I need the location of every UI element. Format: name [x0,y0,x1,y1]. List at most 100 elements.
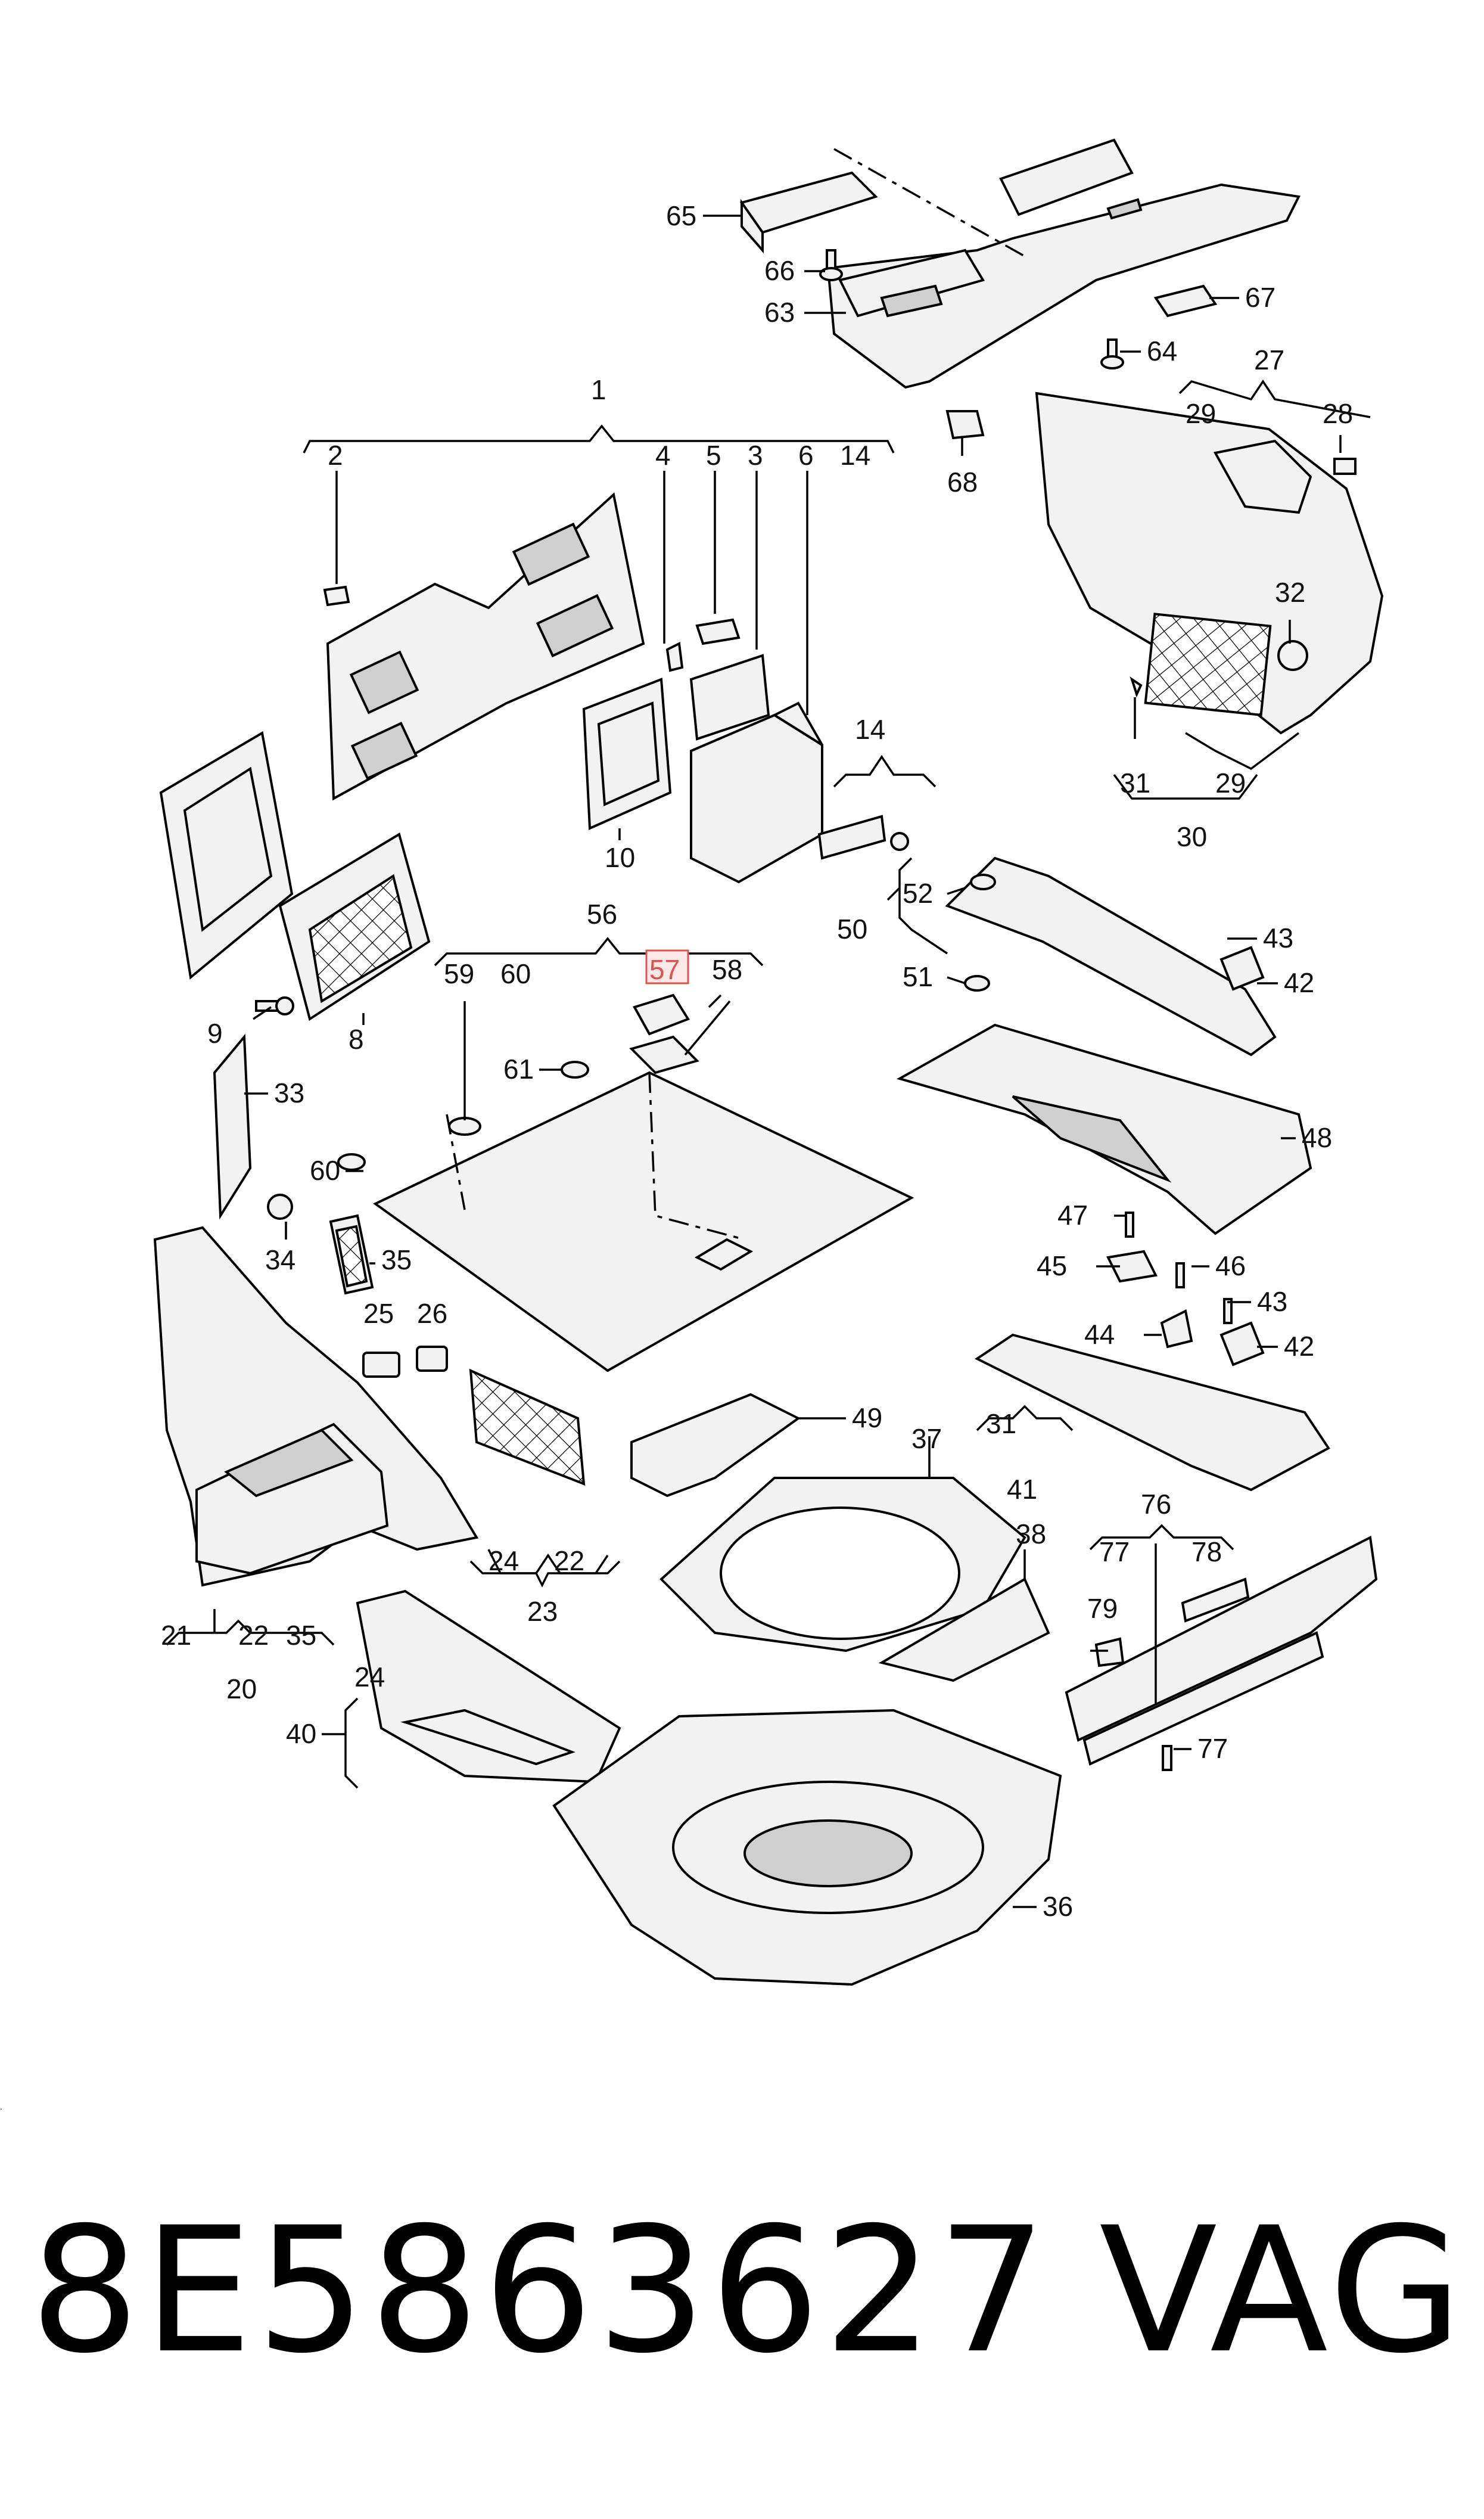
callout-43-top[interactable]: 43 [1263,923,1293,953]
callout-31-mid[interactable]: 31 [986,1408,1016,1439]
callout-29-bottom[interactable]: 29 [1215,768,1246,799]
rail-50 [945,856,1277,1057]
net-pocket-8 [278,832,431,1021]
callout-48[interactable]: 48 [1302,1122,1332,1153]
callout-57[interactable]: 57 [649,954,680,985]
callout-33[interactable]: 33 [274,1077,304,1108]
callout-52[interactable]: 52 [903,878,933,909]
callout-2[interactable]: 2 [328,440,343,471]
callout-10[interactable]: 10 [605,842,635,873]
rear-panel-1 [326,492,645,801]
brand-name: VAG [1099,2191,1466,2391]
callout-9[interactable]: 9 [207,1018,223,1049]
callout-26[interactable]: 26 [417,1298,447,1329]
callout-3[interactable]: 3 [748,440,763,471]
callout-6[interactable]: 6 [798,440,814,471]
sill-trim-76 [1065,1535,1378,1771]
trim-panel-20 [153,1226,479,1587]
callout-42-bottom[interactable]: 42 [1284,1331,1314,1362]
callout-23[interactable]: 23 [527,1596,558,1627]
callout-50[interactable]: 50 [837,914,867,945]
rail-41 [975,1333,1330,1492]
callout-42-top[interactable]: 42 [1284,967,1314,998]
callout-46[interactable]: 46 [1215,1250,1246,1281]
callout-40[interactable]: 40 [286,1718,316,1749]
callout-56[interactable]: 56 [587,899,617,930]
callout-24-left[interactable]: 24 [354,1661,385,1692]
bracket-14 [817,815,909,860]
callout-14-top[interactable]: 14 [840,440,870,471]
callout-45[interactable]: 45 [1037,1250,1067,1281]
callout-60-left[interactable]: 60 [310,1155,340,1186]
callout-22-mid[interactable]: 22 [554,1545,584,1576]
trim-clip-65 [739,171,878,254]
callout-63[interactable]: 63 [764,297,795,328]
callout-68[interactable]: 68 [947,467,978,498]
spare-wheel-well-36 [552,1709,1062,1986]
side-trim-panel-27 [1035,392,1384,735]
callout-79[interactable]: 79 [1087,1593,1118,1624]
callout-35-left[interactable]: 35 [381,1244,412,1275]
cover-37 [659,1477,1026,1653]
callout-24-mid[interactable]: 24 [489,1545,519,1576]
callout-58[interactable]: 58 [712,954,742,985]
callout-21[interactable]: 21 [161,1620,191,1651]
callout-25[interactable]: 25 [363,1298,394,1329]
loading-floor-panel-63 [826,138,1301,389]
highlight-box-57 [645,949,689,984]
callout-38[interactable]: 38 [1016,1518,1046,1549]
screw-66 [819,249,843,281]
callout-43-bottom[interactable]: 43 [1257,1286,1287,1317]
callout-22-left[interactable]: 22 [238,1620,269,1651]
callout-59[interactable]: 59 [444,958,474,989]
callout-35-bottom[interactable]: 35 [286,1620,316,1651]
callout-36[interactable]: 36 [1043,1891,1073,1922]
stray-mark: . [0,2102,2,2111]
callout-76[interactable]: 76 [1141,1489,1171,1520]
bolt-9 [255,996,294,1015]
leader-lines [166,215,1371,1908]
callout-29-top[interactable]: 29 [1186,398,1216,429]
callout-1[interactable]: 1 [591,374,606,405]
callout-27[interactable]: 27 [1254,344,1284,375]
fasteners-25-26-34 [267,1194,448,1378]
callout-61[interactable]: 61 [503,1054,534,1085]
callout-14-mid[interactable]: 14 [855,714,885,745]
callout-31-right[interactable]: 31 [1120,768,1150,799]
callout-32[interactable]: 32 [1275,577,1305,608]
callout-65[interactable]: 65 [666,200,696,231]
callout-64[interactable]: 64 [1147,336,1177,366]
callout-41[interactable]: 41 [1007,1474,1037,1505]
callout-77-bottom[interactable]: 77 [1197,1733,1228,1764]
callout-67[interactable]: 67 [1245,282,1275,313]
clip-2 [323,585,350,607]
bracket-67 [1153,284,1218,318]
callout-5[interactable]: 5 [706,440,721,471]
callout-8[interactable]: 8 [349,1024,364,1055]
floor-covering-56 [337,1061,914,1372]
callout-20[interactable]: 20 [226,1673,257,1704]
callout-37[interactable]: 37 [911,1423,942,1454]
callout-49[interactable]: 49 [852,1402,882,1433]
callout-60-top[interactable]: 60 [500,958,531,989]
callout-30[interactable]: 30 [1177,821,1207,852]
callout-44[interactable]: 44 [1084,1319,1115,1350]
callout-28[interactable]: 28 [1323,398,1353,429]
rail-40 [356,1589,621,1784]
bracket-33 [213,1033,252,1220]
cover-3-and-clips-4-5 [665,618,770,741]
callout-34[interactable]: 34 [265,1244,295,1275]
callout-labels: 65 66 63 67 64 68 27 29 28 32 31 29 30 1… [161,200,1353,1922]
rail-48 [896,1023,1312,1235]
cover-10 [582,678,672,831]
callout-4[interactable]: 4 [655,440,671,471]
callout-78[interactable]: 78 [1191,1536,1222,1567]
panel-frame-left [159,731,294,980]
callout-77-top[interactable]: 77 [1099,1536,1130,1567]
nut-64 [1100,338,1124,369]
callout-47[interactable]: 47 [1057,1200,1088,1231]
callout-66[interactable]: 66 [764,255,795,286]
clip-68 [945,410,985,440]
callout-51[interactable]: 51 [903,961,933,992]
